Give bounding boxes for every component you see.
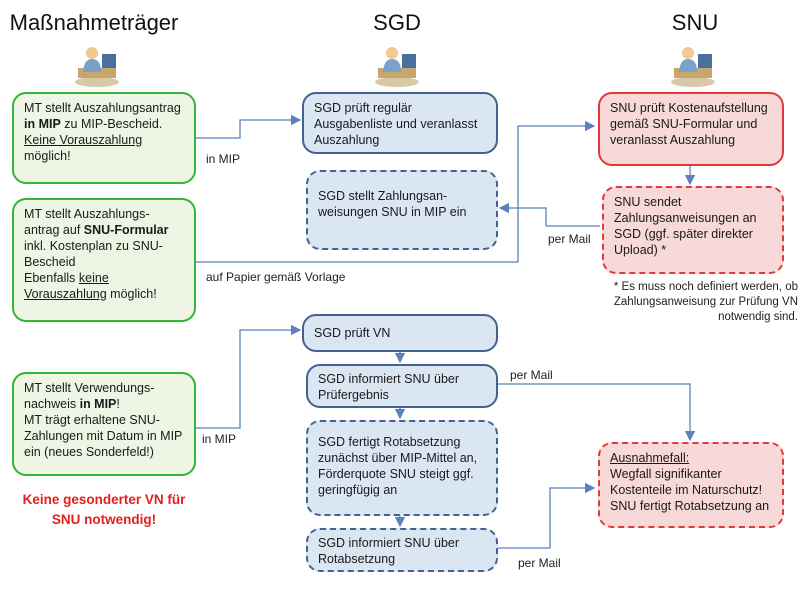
label-per-mail-2: per Mail: [510, 368, 553, 382]
sgd-check-expense-list-box: SGD prüft regulär Ausgabenliste und vera…: [302, 92, 498, 154]
person-at-desk-icon: [75, 47, 119, 87]
mt-snu-request-underline1: keine: [78, 271, 109, 285]
snu-exception-heading: Ausnahmefall:: [610, 451, 690, 465]
mt-mip-payment-request-box: MT stellt Auszahlungsantrag in MIP zu MI…: [12, 92, 196, 184]
sgd-payment-orders-box: SGD stellt Zahlungsan-weisungen SNU in M…: [306, 170, 498, 250]
sgd-inform-rotabsetzung-box: SGD informiert SNU über Rotabsetzung: [306, 528, 498, 572]
sgd-rotabsetzung-text: SGD fertigt Rotabsetzung zunächst über M…: [318, 435, 478, 497]
mt-snu-request-tail: möglich!: [106, 287, 157, 301]
snu-exception-text: Wegfall signifikanter Kostenteile im Nat…: [610, 467, 770, 513]
mt-mip-request-post: zu MIP-Bescheid.: [60, 117, 163, 131]
column-title-snu: SNU: [671, 10, 719, 35]
snu-exception-box: Ausnahmefall: Wegfall signifikanter Kost…: [598, 442, 784, 528]
mt-snu-payment-request-box: MT stellt Auszahlungs-antrag auf SNU-For…: [12, 198, 196, 322]
label-in-mip-2: in MIP: [202, 432, 237, 446]
sgd-check-expense-list-text: SGD prüft regulär Ausgabenliste und vera…: [314, 101, 478, 147]
person-at-desk-icon: [375, 47, 419, 87]
mt-mip-request-bold: in MIP: [24, 117, 61, 131]
snu-send-payment-orders-text: SNU sendet Zahlungsanweisungen an SGD (g…: [614, 195, 757, 257]
label-per-mail-1: per Mail: [548, 232, 591, 246]
mt-snu-request-pre: MT stellt Auszahlungs-antrag auf: [24, 207, 150, 237]
mt-snu-request-underline2: Vorauszahlung: [24, 287, 107, 301]
mt-mip-request-text: MT stellt Auszahlungsantrag: [24, 101, 181, 115]
mt-mip-request-tail: möglich!: [24, 149, 71, 163]
mt-snu-request-mid: inkl. Kostenplan zu SNU-Bescheid: [24, 239, 163, 269]
sgd-rotabsetzung-box: SGD fertigt Rotabsetzung zunächst über M…: [306, 420, 498, 516]
snu-check-costs-text: SNU prüft Kostenaufstellung gemäß SNU-Fo…: [610, 101, 768, 147]
mt-mip-request-underline: Keine Vorauszahlung: [24, 133, 143, 147]
snu-check-costs-box: SNU prüft Kostenaufstellung gemäß SNU-Fo…: [598, 92, 784, 166]
mt-snu-request-bold: SNU-Formular: [83, 223, 169, 237]
sgd-check-vn-box: SGD prüft VN: [302, 314, 498, 352]
mt-snu-request-line2: Ebenfalls: [24, 271, 79, 285]
mt-vn-post: !: [116, 397, 120, 411]
mt-vn-line2: MT trägt erhaltene SNU-Zahlungen mit Dat…: [24, 413, 183, 459]
column-title-sgd: SGD: [373, 10, 421, 35]
sgd-check-vn-text: SGD prüft VN: [314, 326, 391, 340]
red-note: Keine gesonderter VN für SNU notwendig!: [22, 492, 186, 527]
mt-vn-bold: in MIP: [79, 397, 117, 411]
sgd-inform-snu-result-text: SGD informiert SNU über Prüfergebnis: [318, 372, 460, 402]
sgd-inform-snu-result-box: SGD informiert SNU über Prüfergebnis: [306, 364, 498, 408]
mt-vn-box: MT stellt Verwendungs-nachweis in MIP! M…: [12, 372, 196, 476]
sgd-payment-orders-text: SGD stellt Zahlungsan-weisungen SNU in M…: [318, 189, 467, 219]
sgd-inform-rotabsetzung-text: SGD informiert SNU über Rotabsetzung: [318, 536, 460, 566]
label-auf-papier: auf Papier gemäß Vorlage: [206, 270, 346, 284]
mt-vn-pre: MT stellt Verwendungs-nachweis: [24, 381, 155, 411]
snu-send-payment-orders-box: SNU sendet Zahlungsanweisungen an SGD (g…: [602, 186, 784, 274]
person-at-desk-icon: [671, 47, 715, 87]
label-in-mip-1: in MIP: [206, 152, 241, 166]
column-title-massnahmetraeger: Maßnahmeträger: [9, 10, 179, 35]
label-per-mail-3: per Mail: [518, 556, 561, 570]
footnote: * Es muss noch definiert werden, ob Zahl…: [613, 281, 798, 323]
